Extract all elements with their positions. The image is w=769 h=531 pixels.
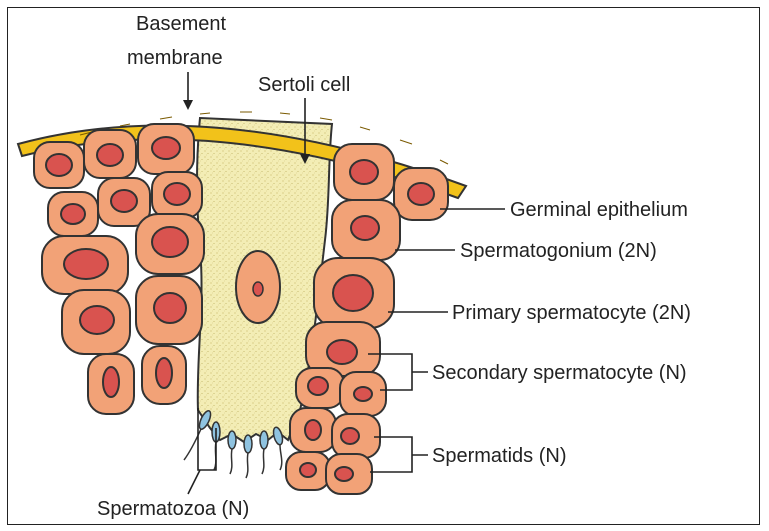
label-germinal-epithelium: Germinal epithelium — [510, 199, 688, 221]
cell-spermatid — [290, 408, 336, 452]
label-basement-membrane-line2: membrane — [127, 47, 223, 69]
cell-spermatogonium — [152, 172, 202, 218]
spermatozoon — [228, 431, 236, 474]
cell-spermatid — [332, 414, 380, 458]
cell-primary-spermatocyte — [62, 290, 130, 354]
spermatozoon — [244, 435, 252, 478]
cell-spermatogonium — [138, 124, 194, 174]
cell-spermatid — [286, 452, 330, 490]
label-sertoli-cell: Sertoli cell — [258, 74, 350, 96]
left-germ-cells — [34, 124, 204, 414]
cell-spermatogonium — [394, 168, 448, 220]
cell-primary-spermatocyte — [136, 276, 202, 344]
cell-spermatogonium — [34, 142, 84, 188]
cell-spermatogonium — [48, 192, 98, 236]
cell-primary-spermatocyte — [42, 236, 128, 294]
cell-spermatogonium — [98, 178, 150, 226]
cell-primary-spermatocyte — [314, 258, 394, 328]
arrowhead-basement-membrane — [183, 100, 193, 110]
cell-secondary-spermatocyte — [296, 368, 344, 408]
label-secondary-spermatocyte: Secondary spermatocyte (N) — [432, 362, 687, 384]
cell-spermatogonium — [332, 200, 400, 260]
spermatozoon — [260, 431, 268, 474]
sertoli-nucleolus — [253, 282, 263, 296]
label-spermatozoa: Spermatozoa (N) — [97, 498, 249, 520]
cell-spermatogonium — [84, 130, 136, 178]
cell-spermatid — [326, 454, 372, 494]
label-spermatids: Spermatids (N) — [432, 445, 566, 467]
label-basement-membrane-line1: Basement — [136, 13, 226, 35]
cell-secondary-spermatocyte — [340, 372, 386, 416]
cell-spermatogonium — [334, 144, 394, 200]
cell-secondary-spermatocyte — [142, 346, 186, 404]
cell-secondary-spermatocyte — [88, 354, 134, 414]
cell-primary-spermatocyte — [136, 214, 204, 274]
label-spermatogonium: Spermatogonium (2N) — [460, 240, 657, 262]
label-primary-spermatocyte: Primary spermatocyte (2N) — [452, 302, 691, 324]
